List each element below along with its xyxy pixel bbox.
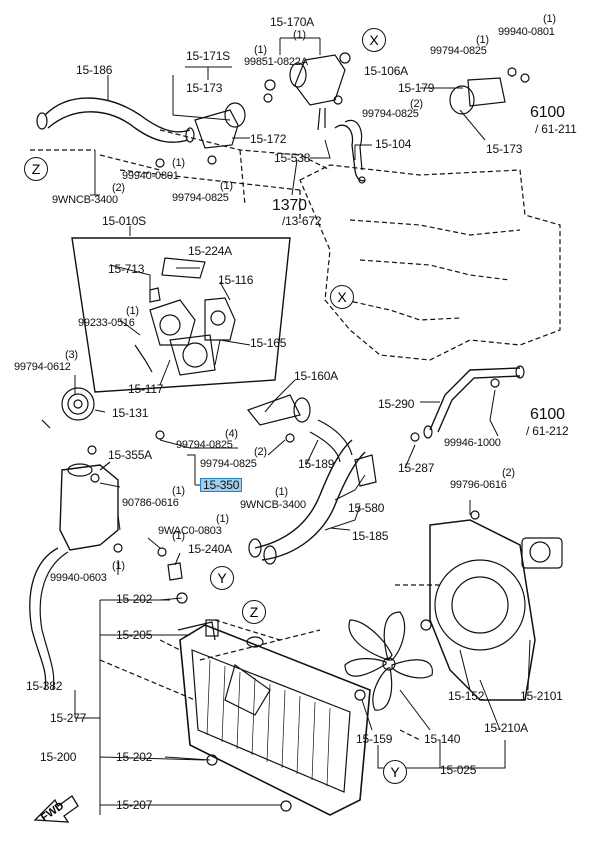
part-15-350-highlighted[interactable]: 15-350	[200, 478, 243, 492]
qty: (2)	[502, 467, 515, 479]
part-15-2101: 15-2101	[520, 689, 563, 703]
part-99940-0801: 99940-0801	[122, 170, 179, 182]
part-15-580: 15-580	[348, 501, 385, 515]
part-15-117: 15-117	[128, 382, 164, 396]
part-99794-0825: 99794-0825	[172, 192, 229, 204]
qty: (1)	[543, 13, 556, 25]
part-15-205: 15-205	[116, 628, 153, 642]
qty: (1)	[275, 486, 288, 498]
part-99851-0822A: 99851-0822A	[244, 56, 308, 68]
ref-6100: 6100	[530, 104, 565, 121]
part-15-173: 15-173	[486, 142, 523, 156]
fwd-arrow	[33, 795, 79, 823]
part-99794-0825: 99794-0825	[430, 45, 487, 57]
qty: (2)	[410, 98, 423, 110]
part-99940-0801: 99940-0801	[498, 26, 555, 38]
ref-6100: 6100	[530, 406, 565, 423]
part-15-186: 15-186	[76, 63, 113, 77]
ref-x-mid: X	[330, 285, 354, 309]
qty: (2)	[112, 182, 125, 194]
part-9WNCB-3400: 9WNCB-3400	[240, 499, 306, 511]
part-15-010S: 15-010S	[102, 214, 146, 228]
part-15-171S: 15-171S	[186, 49, 230, 63]
part-15-207: 15-207	[116, 798, 153, 812]
part-99946-1000: 99946-1000	[444, 437, 501, 449]
part-15-240A: 15-240A	[188, 542, 232, 556]
part-15-210A: 15-210A	[484, 721, 528, 735]
part-15-538: 15-538	[274, 151, 311, 165]
qty: (3)	[65, 349, 78, 361]
part-15-160A: 15-160A	[294, 369, 338, 383]
part-15-189: 15-189	[298, 457, 335, 471]
part-9WNCB-3400: 9WNCB-3400	[52, 194, 118, 206]
qty: (1)	[172, 485, 185, 497]
engine-outline	[30, 129, 561, 741]
ref-z-left: Z	[24, 157, 48, 181]
ref-13-672: /13-672	[282, 214, 322, 228]
ref-61-211: / 61-211	[535, 122, 577, 136]
part-15-277: 15-277	[50, 711, 87, 725]
fan-blades	[344, 611, 433, 711]
part-15-179: 15-179	[398, 81, 435, 95]
qty: (1)	[172, 157, 185, 169]
part-15-382: 15-382	[26, 679, 63, 693]
part-99794-0825: 99794-0825	[362, 108, 419, 120]
part-15-202: 15-202	[116, 750, 153, 764]
qty: (1)	[172, 530, 185, 542]
part-15-025: 15-025	[440, 763, 477, 777]
part-90786-0616: 90786-0616	[122, 497, 179, 509]
qty: (4)	[225, 428, 238, 440]
part-99233-0516: 99233-0516	[78, 317, 135, 329]
part-15-355A: 15-355A	[108, 448, 152, 462]
qty: (1)	[220, 180, 233, 192]
part-15-200: 15-200	[40, 750, 77, 764]
part-15-170A: 15-170A	[270, 15, 314, 29]
part-15-131: 15-131	[112, 406, 149, 420]
part-99794-0825: 99794-0825	[200, 458, 257, 470]
part-15-140: 15-140	[424, 732, 461, 746]
ref-y-right: Y	[383, 760, 407, 784]
ref-y-left: Y	[210, 566, 234, 590]
part-15-172: 15-172	[250, 132, 287, 146]
part-15-116: 15-116	[218, 273, 254, 287]
part-15-287: 15-287	[398, 461, 435, 475]
qty: (1)	[112, 560, 125, 572]
qty: (1)	[476, 34, 489, 46]
qty: (1)	[254, 44, 267, 56]
part-15-713: 15-713	[108, 262, 145, 276]
part-15-173: 15-173	[186, 81, 223, 95]
part-15-165: 15-165	[250, 336, 287, 350]
part-15-152: 15-152	[448, 689, 485, 703]
part-15-106A: 15-106A	[364, 64, 408, 78]
part-15-202: 15-202	[116, 592, 153, 606]
part-15-290: 15-290	[378, 397, 415, 411]
part-15-185: 15-185	[352, 529, 389, 543]
part-99940-0603: 99940-0603	[50, 572, 107, 584]
ref-1370: 1370	[272, 197, 307, 214]
part-15-224A: 15-224A	[188, 244, 232, 258]
qty: (1)	[293, 29, 306, 41]
part-9WAC0-0803: 9WAC0-0803	[158, 525, 222, 537]
part-99796-0616: 99796-0616	[450, 479, 507, 491]
qty: (1)	[216, 513, 229, 525]
ref-61-212: / 61-212	[526, 424, 569, 438]
part-15-104: 15-104	[375, 137, 412, 151]
qty: (2)	[254, 446, 267, 458]
part-15-159: 15-159	[356, 732, 393, 746]
ref-z-right: Z	[242, 600, 266, 624]
ref-x-top: X	[362, 28, 386, 52]
qty: (1)	[126, 305, 139, 317]
part-99794-0825: 99794-0825	[176, 439, 233, 451]
part-99794-0612: 99794-0612	[14, 361, 71, 373]
